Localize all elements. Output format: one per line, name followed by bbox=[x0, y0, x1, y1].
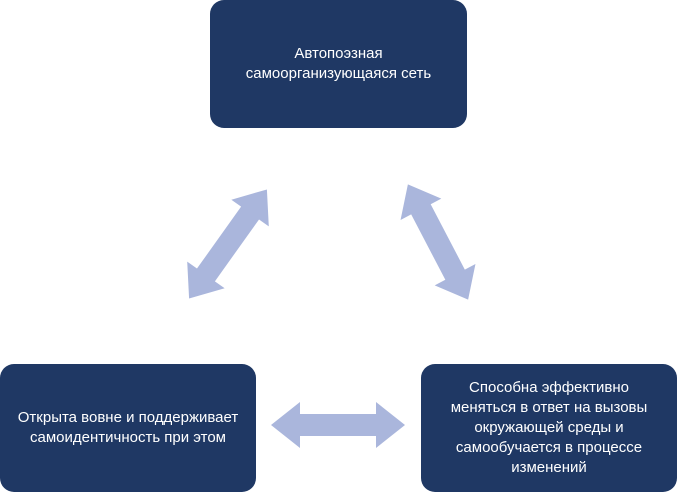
node-left-label: Открыта вовне и поддерживает самоидентич… bbox=[17, 409, 239, 446]
node-right: Способна эффективно меняться в ответ на … bbox=[421, 364, 677, 492]
arrow-bottom bbox=[271, 402, 405, 448]
arrow-top-left bbox=[170, 176, 286, 312]
node-left: Открыта вовне и поддерживает самоидентич… bbox=[0, 364, 256, 492]
node-top-label: Автопоэзная самоорганизующаяся сеть bbox=[245, 45, 432, 82]
node-right-label: Способна эффективно меняться в ответ на … bbox=[450, 379, 648, 476]
arrow-top-right bbox=[387, 173, 489, 311]
node-top: Автопоэзная самоорганизующаяся сеть bbox=[210, 0, 467, 128]
